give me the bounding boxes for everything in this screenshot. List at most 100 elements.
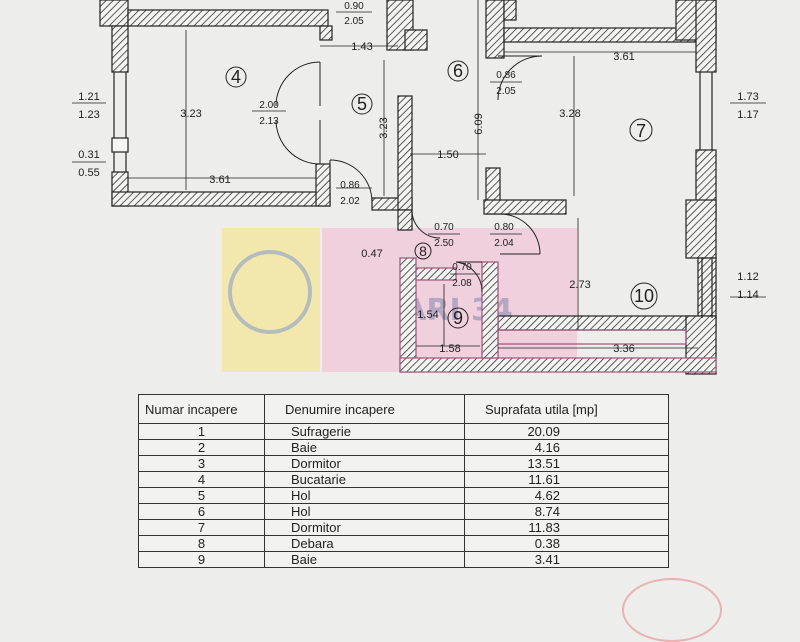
svg-text:2.50: 2.50 xyxy=(434,238,454,249)
highlighted-walls xyxy=(399,257,717,373)
svg-text:1.17: 1.17 xyxy=(737,109,758,121)
windows xyxy=(111,72,713,318)
room-8-circle xyxy=(414,242,432,260)
svg-text:1.54: 1.54 xyxy=(417,309,438,321)
table-row: 3 Dormitor 13.51 xyxy=(138,455,669,472)
room-number: 9 xyxy=(138,551,265,568)
svg-text:6.09: 6.09 xyxy=(473,113,485,134)
room-name: Dormitor xyxy=(264,519,465,536)
room-area: 20.09 xyxy=(464,423,669,440)
room-area: 13.51 xyxy=(464,455,669,472)
table-row: 7 Dormitor 11.83 xyxy=(138,519,669,536)
svg-text:2.73: 2.73 xyxy=(569,279,590,291)
svg-text:3.61: 3.61 xyxy=(613,51,634,63)
room-area: 8.74 xyxy=(464,503,669,520)
table-row: 4 Bucatarie 11.61 xyxy=(138,471,669,488)
room-number: 8 xyxy=(138,535,265,552)
room-name: Baie xyxy=(264,439,465,456)
svg-text:3.36: 3.36 xyxy=(613,343,634,355)
room-7-label: 7 xyxy=(636,121,646,141)
room-number: 4 xyxy=(138,471,265,488)
room-name: Sufragerie xyxy=(264,423,465,440)
room-name: Debara xyxy=(264,535,465,552)
svg-text:1.58: 1.58 xyxy=(439,343,460,355)
room-number: 1 xyxy=(138,423,265,440)
svg-text:0.47: 0.47 xyxy=(361,248,382,260)
room-10-label: 10 xyxy=(634,286,654,306)
svg-text:1.12: 1.12 xyxy=(737,271,758,283)
room-10-circle xyxy=(630,282,658,310)
table-row: 9 Baie 3.41 xyxy=(138,551,669,568)
svg-text:0.86: 0.86 xyxy=(340,180,360,191)
room-5-label: 5 xyxy=(357,94,367,114)
room-name: Bucatarie xyxy=(264,471,465,488)
svg-text:3.28: 3.28 xyxy=(559,108,580,120)
svg-text:0.70: 0.70 xyxy=(452,262,472,273)
svg-text:0.70: 0.70 xyxy=(434,222,454,233)
room-number: 6 xyxy=(138,503,265,520)
room-number: 5 xyxy=(138,487,265,504)
svg-text:0.80: 0.80 xyxy=(494,222,514,233)
room-area: 4.16 xyxy=(464,439,669,456)
svg-text:1.21: 1.21 xyxy=(78,91,99,103)
svg-text:0.86: 0.86 xyxy=(496,70,516,81)
watermark-logo-icon xyxy=(228,250,312,334)
room-6-label: 6 xyxy=(453,61,463,81)
header-usable-area: Suprafata utila [mp] xyxy=(464,394,669,424)
walls xyxy=(99,0,717,375)
floor-plan: ARI 34 xyxy=(72,0,766,375)
room-number: 3 xyxy=(138,455,265,472)
dimension-lines xyxy=(72,0,766,349)
table-row: 5 Hol 4.62 xyxy=(138,487,669,504)
svg-text:2.02: 2.02 xyxy=(340,196,360,207)
svg-text:2.13: 2.13 xyxy=(259,116,279,127)
dimension-labels: 0.90 2.05 1.43 3.61 0.86 2.05 1.21 1.23 … xyxy=(78,1,758,355)
header-room-name: Denumire incapere xyxy=(264,394,465,424)
room-area: 11.61 xyxy=(464,471,669,488)
svg-text:0.90: 0.90 xyxy=(344,1,364,12)
room-number: 7 xyxy=(138,519,265,536)
room-name: Dormitor xyxy=(264,455,465,472)
room-7-circle xyxy=(629,118,653,142)
room-6-circle xyxy=(447,60,469,82)
room-area: 3.41 xyxy=(464,551,669,568)
room-area: 0.38 xyxy=(464,535,669,552)
room-9-label: 9 xyxy=(453,308,463,328)
room-5-circle xyxy=(351,93,373,115)
svg-text:2.00: 2.00 xyxy=(259,100,279,111)
table-row: 1 Sufragerie 20.09 xyxy=(138,423,669,440)
room-8-label: 8 xyxy=(419,243,427,259)
room-name: Hol xyxy=(264,503,465,520)
svg-text:1.14: 1.14 xyxy=(737,289,758,301)
room-number: 2 xyxy=(138,439,265,456)
svg-text:1.50: 1.50 xyxy=(437,149,458,161)
room-name: Baie xyxy=(264,551,465,568)
room-9-circle xyxy=(447,307,469,329)
room-4-label: 4 xyxy=(231,67,241,87)
official-stamp xyxy=(622,578,722,642)
svg-text:3.23: 3.23 xyxy=(378,117,390,138)
table-row: 6 Hol 8.74 xyxy=(138,503,669,520)
svg-text:1.73: 1.73 xyxy=(737,91,758,103)
svg-text:2.05: 2.05 xyxy=(496,86,516,97)
svg-text:0.31: 0.31 xyxy=(78,149,99,161)
doors xyxy=(275,55,543,293)
svg-text:2.08: 2.08 xyxy=(452,278,472,289)
room-area-table: Numar incapere Denumire incapere Suprafa… xyxy=(138,394,669,568)
room-area: 11.83 xyxy=(464,519,669,536)
table-header-row: Numar incapere Denumire incapere Suprafa… xyxy=(138,394,669,424)
svg-text:2.05: 2.05 xyxy=(344,16,364,27)
room-4-circle xyxy=(225,66,247,88)
room-area: 4.62 xyxy=(464,487,669,504)
table-row: 2 Baie 4.16 xyxy=(138,439,669,456)
svg-text:1.23: 1.23 xyxy=(78,109,99,121)
table-row: 8 Debara 0.38 xyxy=(138,535,669,552)
watermark-logo-block xyxy=(222,228,320,372)
svg-text:3.23: 3.23 xyxy=(180,108,201,120)
svg-text:3.61: 3.61 xyxy=(209,174,230,186)
svg-text:2.04: 2.04 xyxy=(494,238,514,249)
svg-text:0.55: 0.55 xyxy=(78,167,99,179)
room-name: Hol xyxy=(264,487,465,504)
svg-text:1.43: 1.43 xyxy=(351,41,372,53)
header-room-number: Numar incapere xyxy=(138,394,265,424)
